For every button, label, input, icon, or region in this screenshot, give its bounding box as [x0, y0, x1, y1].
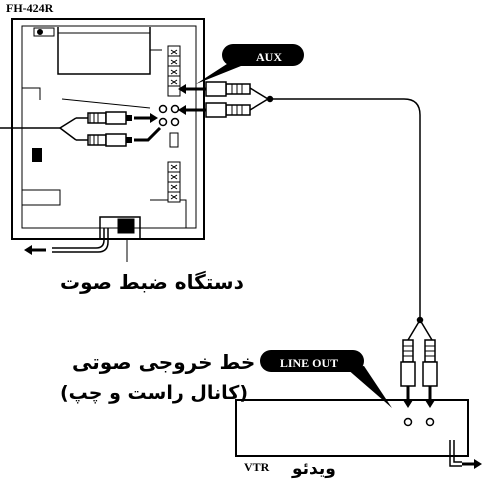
- vtr-output-cable: [449, 440, 462, 467]
- line-out-callout: [260, 350, 392, 408]
- switch-component: [32, 132, 179, 162]
- line-out-fa-label: خط خروجی صوتی: [72, 350, 256, 374]
- rca-plug-aux-2: [205, 102, 251, 118]
- jack-group: [158, 104, 180, 127]
- video-label: ویدئو: [292, 459, 336, 479]
- arrow-into-jack-aux: [178, 84, 206, 115]
- arrow-into-vtr-jacks: [403, 386, 435, 408]
- arrow-into-jack-left: [134, 113, 162, 142]
- vtr-output-arrow: [462, 459, 482, 469]
- aux-cable: [249, 87, 421, 320]
- vtr-box: [235, 399, 469, 457]
- recorder-label: دستگاه ضبط صوت: [60, 270, 244, 294]
- model-label: FH-424R: [6, 1, 54, 15]
- recorder-output-arrow: [24, 245, 46, 255]
- rca-plug-vtr-1: [400, 339, 416, 387]
- input-cable: [0, 117, 90, 141]
- line-out-tag-label: LINE OUT: [279, 356, 339, 370]
- terminal-block-top: [167, 45, 181, 97]
- terminal-block-bottom: [167, 161, 181, 203]
- rca-plug-left-1: [87, 111, 132, 125]
- rca-plug-left-2: [87, 133, 132, 147]
- rca-plug-vtr-2: [422, 339, 438, 387]
- aux-tag-label: AUX: [256, 50, 282, 64]
- channel-fa-label: (کانال راست و چپ): [60, 382, 249, 404]
- aux-callout: [196, 44, 304, 84]
- vtr-label: VTR: [244, 460, 270, 474]
- vtr-split: [407, 316, 433, 341]
- rca-plug-aux-1: [205, 81, 251, 97]
- recorder-output-cable: [52, 228, 109, 253]
